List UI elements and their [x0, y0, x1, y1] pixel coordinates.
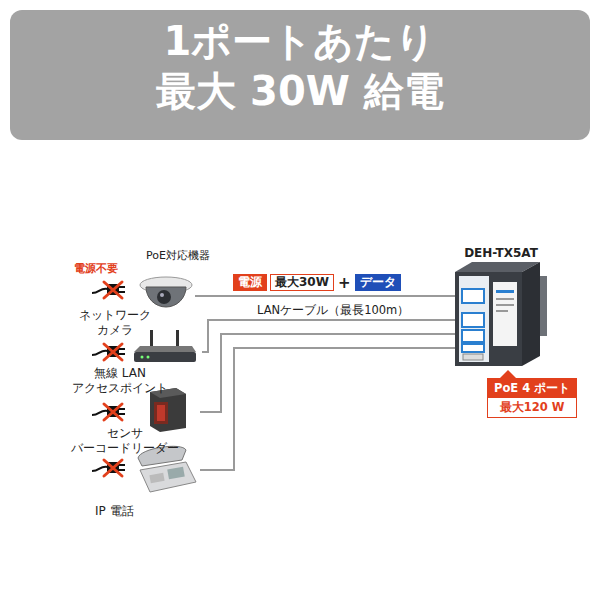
- camera-icon: [140, 277, 192, 307]
- device-node: ネットワーク カメラ: [70, 272, 195, 342]
- callout-text: PoE 4 ポート: [488, 379, 576, 398]
- title-text-wrap: 1ポートあたり 最大 30W 給電: [0, 16, 600, 116]
- device-node: IP 電話: [80, 448, 200, 525]
- plug-icon: [92, 282, 125, 298]
- plug-icon: [92, 404, 125, 420]
- device-label: センサ バーコードリーダー: [70, 426, 180, 456]
- device-model-label: DEH-TX5AT: [455, 246, 547, 261]
- device-label: ネットワーク カメラ: [70, 308, 160, 338]
- callout-text: 最大120 W: [488, 398, 576, 417]
- tag-label: データ: [355, 274, 401, 291]
- title: 1ポートあたり 最大 30W 給電: [120, 16, 480, 116]
- lan-cable: [200, 348, 455, 470]
- callout-box: PoE 4 ポート最大120 W: [487, 378, 577, 418]
- lan-cable: [195, 295, 455, 297]
- device-node: 無線 LAN アクセスポイント: [70, 330, 202, 398]
- tag-label: +: [337, 276, 352, 290]
- access-point-icon: [134, 330, 196, 362]
- device-label: IP 電話: [95, 504, 134, 519]
- device-node: センサ バーコードリーダー: [70, 388, 200, 458]
- tag-label: 電源: [233, 274, 267, 291]
- switch-icon: [455, 262, 547, 366]
- device-label: 無線 LAN アクセスポイント: [70, 366, 170, 396]
- tag-label: 最大30W: [270, 274, 334, 291]
- cable-label: LANケーブル（最長100m）: [255, 303, 411, 317]
- group-label: PoE対応機器: [146, 249, 210, 263]
- callout-pointer: [500, 370, 516, 378]
- lan-cable: [200, 334, 455, 412]
- switch-node: DEH-TX5AT: [455, 246, 547, 370]
- power-data-row: 電源最大30W+データ: [233, 274, 401, 291]
- plug-icon: [92, 344, 125, 360]
- note-label: 電源不要: [74, 262, 118, 276]
- plug-icon: [92, 460, 125, 476]
